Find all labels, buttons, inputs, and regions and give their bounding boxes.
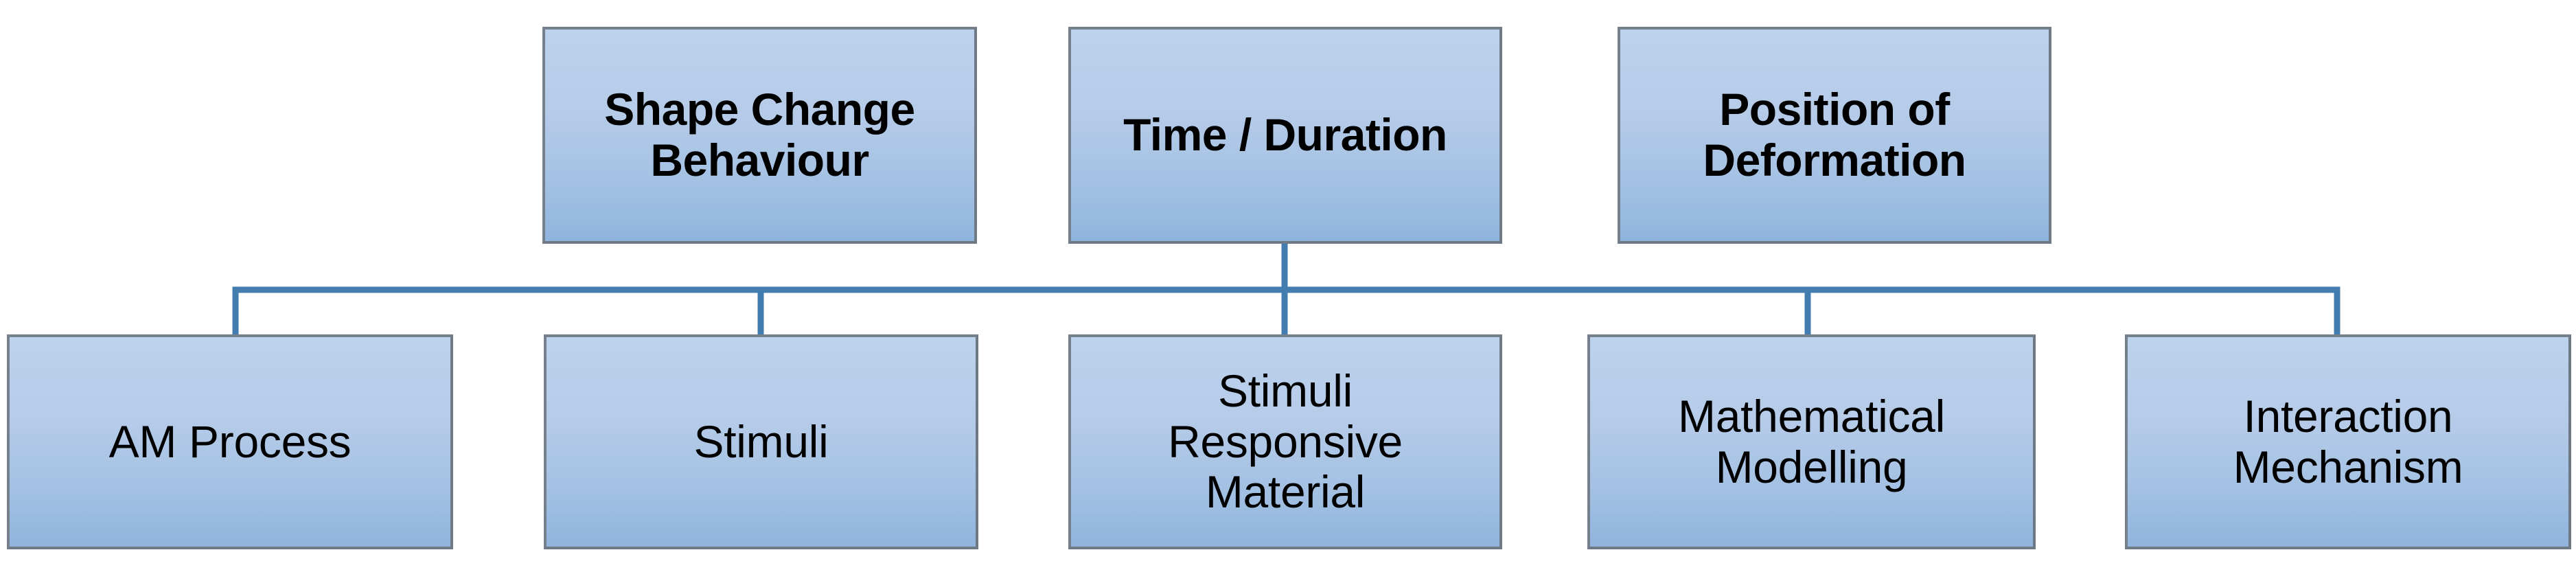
node-label-mathematical-modelling: Mathematical Modelling	[1678, 390, 1945, 492]
node-label-position-of-deformation: Position of Deformation	[1703, 84, 1966, 185]
node-stimuli[interactable]: Stimuli	[544, 334, 978, 549]
node-label-stimuli: Stimuli	[693, 415, 829, 467]
node-label-time-duration: Time / Duration	[1123, 109, 1447, 161]
node-label-stimuli-responsive-material: Stimuli Responsive Material	[1168, 365, 1403, 518]
node-position-of-deformation[interactable]: Position of Deformation	[1618, 27, 2051, 244]
node-stimuli-responsive-material[interactable]: Stimuli Responsive Material	[1068, 334, 1502, 549]
node-mathematical-modelling[interactable]: Mathematical Modelling	[1587, 334, 2036, 549]
node-label-am-process: AM Process	[108, 415, 352, 467]
node-shape-change-behaviour[interactable]: Shape Change Behaviour	[542, 27, 977, 244]
node-label-interaction-mechanism: Interaction Mechanism	[2233, 390, 2463, 492]
node-label-shape-change-behaviour: Shape Change Behaviour	[604, 84, 915, 185]
node-interaction-mechanism[interactable]: Interaction Mechanism	[2125, 334, 2571, 549]
node-am-process[interactable]: AM Process	[7, 334, 453, 549]
node-time-duration[interactable]: Time / Duration	[1068, 27, 1502, 244]
